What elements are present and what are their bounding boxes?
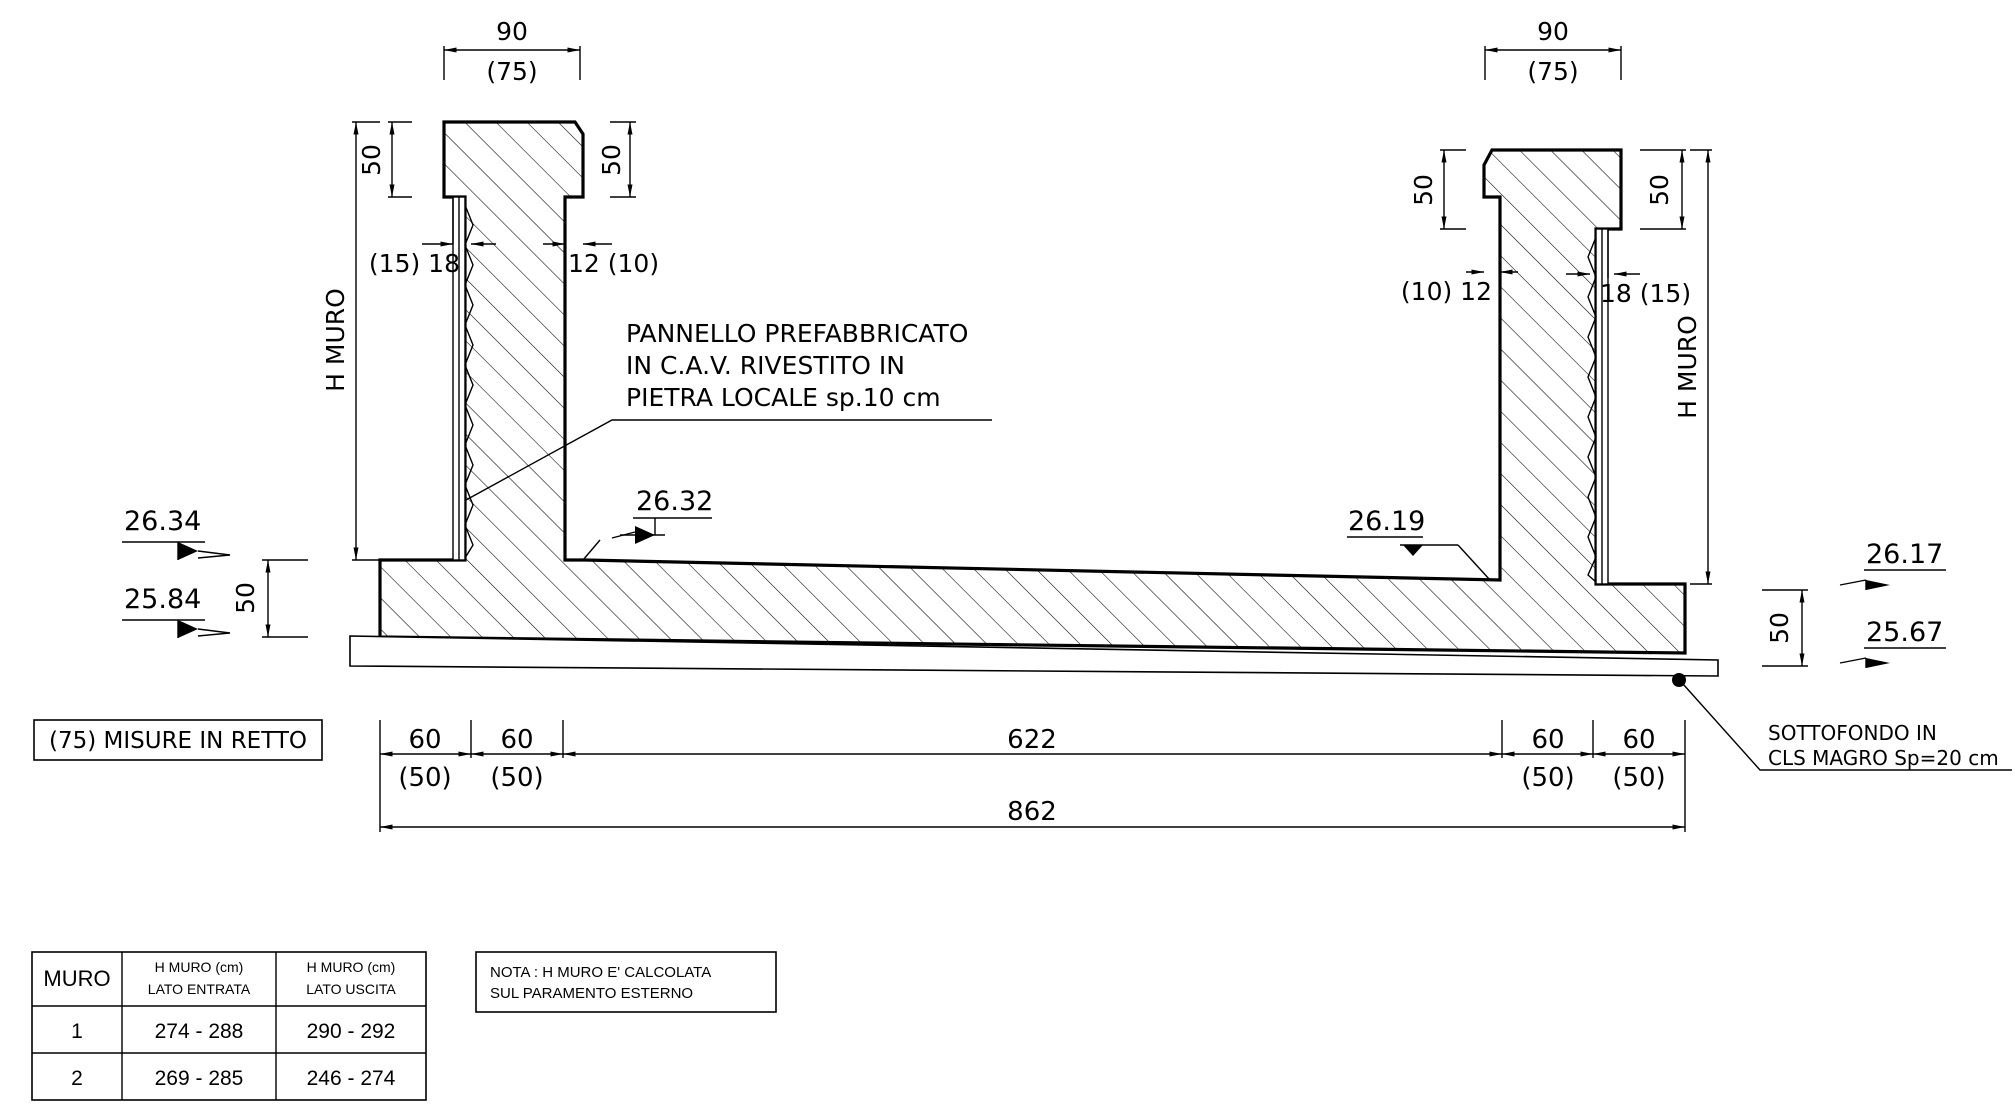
dim-right-panel-wall: (10) 12 18 (15) bbox=[1401, 229, 1691, 308]
table-cell: 290 - 292 bbox=[307, 1020, 396, 1043]
note-text: IN C.A.V. RIVESTITO IN bbox=[626, 351, 905, 380]
dim-left-cap-inner: 50 bbox=[597, 121, 636, 198]
dim-text: (15) 18 bbox=[369, 249, 460, 278]
dim-text: H MURO bbox=[1673, 315, 1702, 419]
table-cell: 269 - 285 bbox=[155, 1067, 244, 1090]
legend-box: (75) MISURE IN RETTO bbox=[33, 719, 323, 761]
dim-base-left: 50 bbox=[231, 559, 308, 638]
dim-text: (50) bbox=[490, 763, 543, 793]
dim-h-muro-left: H MURO bbox=[321, 121, 380, 561]
level-text: 26.34 bbox=[124, 506, 201, 537]
dim-text: (10) 12 bbox=[1401, 277, 1492, 306]
blinding-layer bbox=[349, 635, 1719, 677]
dim-right-cap-outer: 50 bbox=[1640, 149, 1686, 230]
dim-text: (50) bbox=[398, 763, 451, 793]
legend-text: (75) MISURE IN RETTO bbox=[49, 728, 307, 754]
dim-text: 50 bbox=[357, 144, 386, 176]
dim-text: 18 (15) bbox=[1600, 279, 1691, 308]
nota-line1: NOTA : H MURO E' CALCOLATA bbox=[490, 964, 711, 981]
dim-h-muro-right: H MURO bbox=[1673, 149, 1712, 585]
nota-box: NOTA : H MURO E' CALCOLATA SUL PARAMENTO… bbox=[475, 951, 777, 1013]
dim-text: 50 bbox=[1645, 174, 1674, 206]
table-cell: 274 - 288 bbox=[155, 1020, 244, 1043]
blinding-note-line1: SOTTOFONDO IN bbox=[1768, 721, 1937, 745]
level-text: 25.67 bbox=[1866, 617, 1943, 648]
dim-top-right: 90 (75) bbox=[1484, 17, 1622, 86]
table-cell: 2 bbox=[71, 1067, 83, 1090]
level-text: 26.19 bbox=[1348, 506, 1425, 537]
dim-text: (50) bbox=[1521, 763, 1574, 793]
level-25-67: 25.67 bbox=[1839, 617, 1946, 668]
dim-text: 862 bbox=[1007, 797, 1057, 827]
note-text: PANNELLO PREFABBRICATO bbox=[626, 319, 968, 348]
dim-right-cap-inner: 50 bbox=[1409, 149, 1466, 230]
level-text: 26.17 bbox=[1866, 539, 1943, 570]
dim-left-cap-outer: 50 bbox=[357, 121, 412, 198]
table-header-uscita-2: LATO USCITA bbox=[306, 981, 396, 997]
dim-text: (75) bbox=[486, 57, 537, 86]
level-text: 25.84 bbox=[124, 584, 201, 615]
dim-text: 90 bbox=[496, 17, 528, 46]
level-text: 26.32 bbox=[636, 486, 713, 517]
dim-text: 90 bbox=[1537, 17, 1569, 46]
dim-text: 12 (10) bbox=[568, 249, 659, 278]
dim-text: 50 bbox=[1765, 612, 1794, 644]
level-26-17: 26.17 bbox=[1839, 539, 1946, 590]
dim-text: 60 bbox=[408, 725, 441, 755]
nota-line2: SUL PARAMENTO ESTERNO bbox=[490, 985, 693, 1002]
blinding-leader-dot bbox=[1672, 673, 1686, 687]
level-26-32: 26.32 bbox=[582, 486, 713, 561]
dim-text: 50 bbox=[597, 144, 626, 176]
table-header-uscita-1: H MURO (cm) bbox=[307, 959, 396, 975]
level-26-19: 26.19 bbox=[1347, 506, 1491, 581]
panel-annotation: PANNELLO PREFABBRICATO IN C.A.V. RIVESTI… bbox=[465, 319, 992, 501]
dim-text: 622 bbox=[1007, 725, 1057, 755]
table-header-muro: MURO bbox=[43, 966, 110, 991]
level-26-34: 26.34 bbox=[122, 506, 231, 560]
u-channel-concrete-section bbox=[378, 120, 1687, 655]
dim-bottom-chain: 60 (50) 60 (50) 622 60 (50) 60 (50) 862 bbox=[379, 720, 1686, 832]
dim-text: 50 bbox=[231, 582, 260, 614]
table-header-entrata-1: H MURO (cm) bbox=[155, 959, 244, 975]
dim-base-right: 50 bbox=[1762, 589, 1808, 667]
level-25-84: 25.84 bbox=[122, 584, 231, 638]
dim-text: 60 bbox=[1622, 725, 1655, 755]
table-cell: 1 bbox=[71, 1020, 83, 1043]
dim-text: H MURO bbox=[321, 288, 350, 392]
table-header-entrata-2: LATO ENTRATA bbox=[148, 981, 251, 997]
blinding-note-line2: CLS MAGRO Sp=20 cm bbox=[1768, 746, 1999, 770]
right-cladding-panel bbox=[1587, 228, 1609, 585]
dim-text: 60 bbox=[500, 725, 533, 755]
wall-height-table: MURO H MURO (cm) LATO ENTRATA H MURO (cm… bbox=[31, 951, 427, 1101]
dim-text: (50) bbox=[1612, 763, 1665, 793]
dim-top-left: 90 (75) bbox=[443, 17, 581, 86]
dim-text: (75) bbox=[1527, 57, 1578, 86]
dim-left-panel-wall: (15) 18 12 (10) bbox=[369, 197, 659, 278]
table-cell: 246 - 274 bbox=[307, 1067, 396, 1090]
note-text: PIETRA LOCALE sp.10 cm bbox=[626, 383, 941, 412]
dim-text: 60 bbox=[1531, 725, 1564, 755]
left-cladding-panel bbox=[452, 196, 474, 561]
dim-text: 50 bbox=[1409, 174, 1438, 206]
